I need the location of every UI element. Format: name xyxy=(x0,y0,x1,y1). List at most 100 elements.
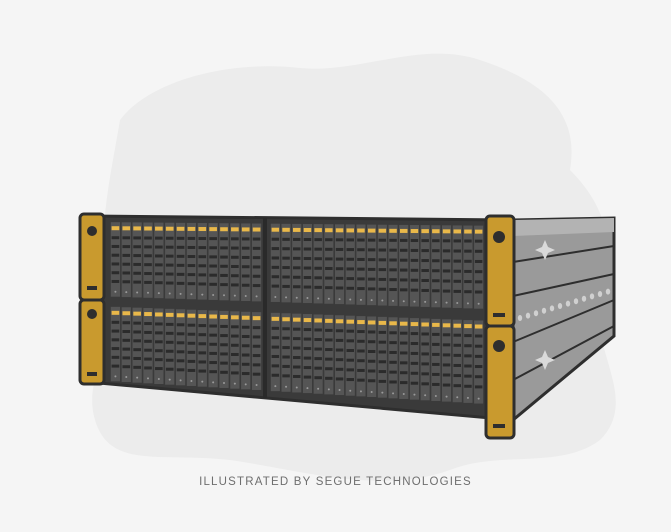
drive-vent xyxy=(442,333,451,337)
drive-led xyxy=(421,229,429,234)
drive-vent xyxy=(453,289,461,293)
drive-vent xyxy=(464,269,472,273)
drive-vent xyxy=(389,238,397,242)
drive-vent xyxy=(144,236,152,240)
drive-led xyxy=(367,228,376,233)
drive-vent xyxy=(325,357,333,361)
drive-vent xyxy=(378,350,387,354)
drive-vent xyxy=(241,334,250,338)
drive-vent xyxy=(325,338,333,342)
drive-led xyxy=(453,323,461,328)
drive-indicator xyxy=(317,297,320,300)
drive-vent xyxy=(378,330,387,334)
drive-vent xyxy=(252,363,261,367)
drive-bay xyxy=(270,312,280,392)
drive-vent xyxy=(410,258,419,262)
drive-vent xyxy=(346,339,354,343)
drive-led xyxy=(303,228,312,233)
drive-vent xyxy=(176,281,185,285)
drive-vent xyxy=(400,361,408,365)
drive-vent xyxy=(282,247,290,251)
drive-bay xyxy=(186,222,197,300)
side-vent-hole xyxy=(541,307,547,314)
drive-vent xyxy=(209,255,217,259)
side-vent-hole xyxy=(549,305,555,312)
drive-indicator xyxy=(349,389,352,392)
drive-indicator xyxy=(381,391,384,394)
drive-indicator xyxy=(306,387,309,390)
drive-vent xyxy=(252,344,261,348)
drive-vent xyxy=(474,365,483,369)
drive-vent xyxy=(209,246,217,250)
drive-vent xyxy=(111,244,120,248)
drive-vent xyxy=(400,381,408,385)
drive-vent xyxy=(357,287,365,291)
drive-bay xyxy=(175,309,186,386)
drive-indicator xyxy=(114,375,117,378)
drive-bay xyxy=(335,315,345,396)
drive-vent xyxy=(133,262,141,266)
drive-vent xyxy=(453,363,461,367)
drive-vent xyxy=(389,278,397,282)
drive-indicator xyxy=(125,291,128,294)
side-vent-hole xyxy=(525,312,531,319)
drive-vent xyxy=(378,370,387,374)
drive-vent xyxy=(421,362,429,366)
drive-bay xyxy=(165,308,175,385)
drive-vent xyxy=(357,378,365,382)
drive-vent xyxy=(271,345,280,349)
drive-vent xyxy=(410,361,419,365)
drive-vent xyxy=(133,254,141,258)
drive-vent xyxy=(389,350,397,354)
drive-vent xyxy=(155,263,163,267)
drive-vent xyxy=(314,247,322,251)
left-rack-ear xyxy=(78,212,106,386)
drive-vent xyxy=(325,266,333,270)
drive-indicator xyxy=(295,296,298,299)
drive-bay xyxy=(121,222,131,298)
drive-vent xyxy=(325,367,333,371)
side-vent-hole xyxy=(581,295,587,302)
drive-bay xyxy=(431,318,441,401)
side-vent-hole xyxy=(573,298,579,305)
drive-vent xyxy=(453,239,461,243)
drive-vent xyxy=(453,269,461,273)
drive-vent xyxy=(122,262,131,266)
drive-bay xyxy=(474,320,484,404)
drive-vent xyxy=(303,238,312,242)
drive-vent xyxy=(133,356,141,360)
drive-vent xyxy=(252,354,261,358)
drive-vent xyxy=(325,276,333,280)
drive-vent xyxy=(133,271,141,275)
drive-vent xyxy=(389,331,397,335)
drive-vent xyxy=(400,288,408,292)
drive-vent xyxy=(474,290,483,294)
drive-vent xyxy=(474,239,483,243)
drive-led xyxy=(400,321,408,326)
drive-vent xyxy=(442,249,451,253)
drive-vent xyxy=(282,275,290,279)
drive-led xyxy=(282,317,290,322)
drive-vent xyxy=(314,285,322,289)
drive-indicator xyxy=(477,397,480,400)
drive-led xyxy=(220,314,228,319)
drive-vent xyxy=(271,256,280,260)
drive-vent xyxy=(231,237,239,241)
drive-vent xyxy=(442,239,451,243)
drive-vent xyxy=(378,340,387,344)
drive-led xyxy=(346,228,354,233)
drive-vent xyxy=(241,353,250,357)
drive-vent xyxy=(252,265,261,269)
drive-indicator xyxy=(327,297,330,300)
drive-vent xyxy=(303,285,312,289)
drive-vent xyxy=(111,262,120,266)
drive-indicator xyxy=(466,302,469,305)
drive-vent xyxy=(389,370,397,374)
drive-vent xyxy=(464,239,472,243)
drive-vent xyxy=(314,266,322,270)
drive-vent xyxy=(231,325,239,329)
drive-led xyxy=(400,228,408,233)
drive-vent xyxy=(357,368,365,372)
drive-indicator xyxy=(434,301,437,304)
drive-vent xyxy=(209,264,217,268)
